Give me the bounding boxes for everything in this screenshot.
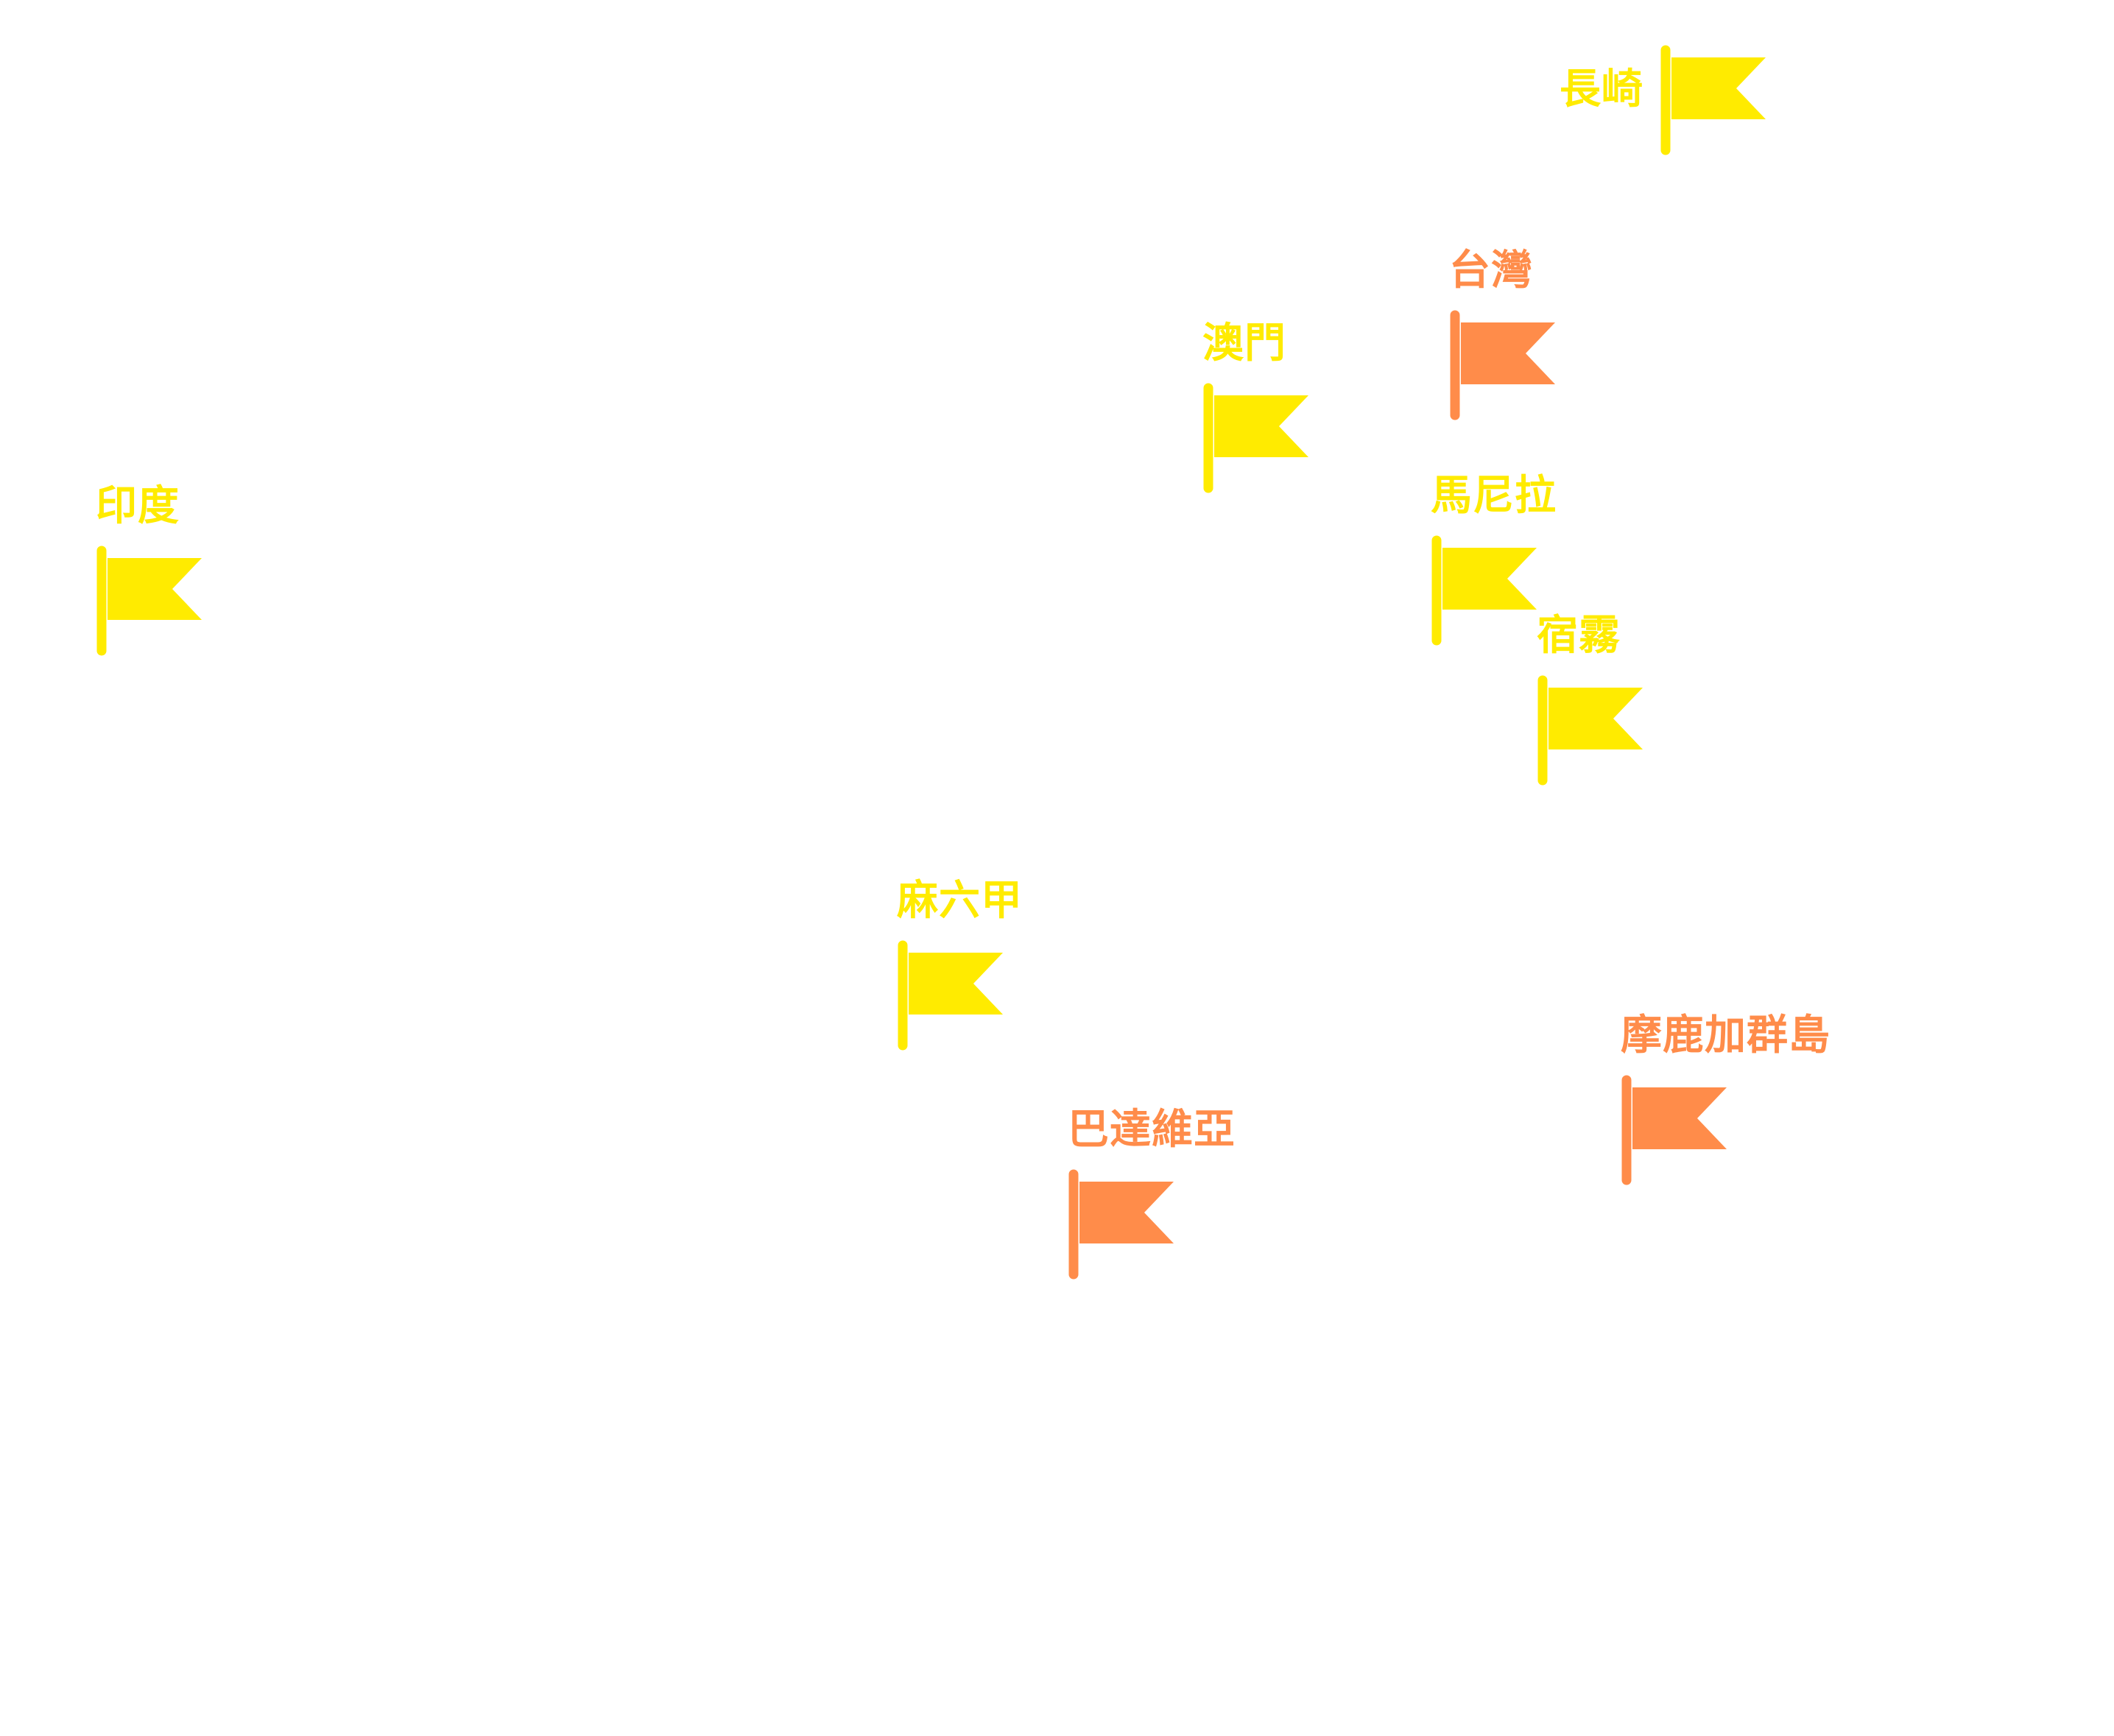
place-label-malacca: 麻六甲 [897, 877, 1023, 925]
place-label-moluccas: 摩鹿加群島 [1621, 1012, 1831, 1059]
flag-icon [1660, 45, 1766, 155]
flag-icon [1068, 1169, 1174, 1280]
place-label-cebu: 宿霧 [1537, 612, 1621, 660]
flag-icon [96, 546, 202, 656]
place-label-india: 印度 [96, 482, 180, 530]
flag-icon [1537, 675, 1643, 786]
place-label-nagasaki: 長崎 [1560, 66, 1643, 113]
place-label-manila: 馬尼拉 [1431, 472, 1557, 520]
flag-icon [1450, 310, 1555, 420]
flag-icon [1203, 383, 1308, 493]
place-label-batavia: 巴達維亞 [1068, 1106, 1236, 1154]
flag-icon [1431, 535, 1537, 646]
place-label-taiwan: 台灣 [1449, 247, 1533, 294]
place-label-macau: 澳門 [1202, 320, 1286, 367]
flag-icon [1621, 1075, 1727, 1185]
flag-icon [898, 940, 1003, 1051]
